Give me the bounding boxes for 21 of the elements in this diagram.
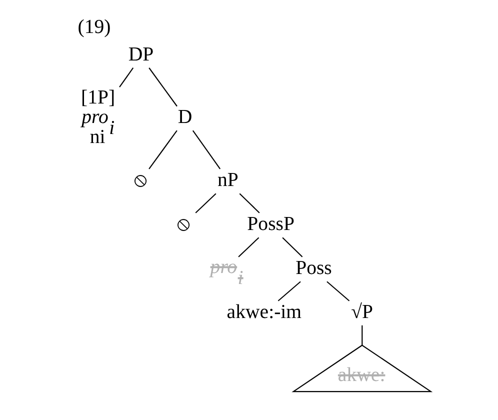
connector xyxy=(361,325,362,346)
node-text: Poss xyxy=(295,256,332,279)
connector xyxy=(326,281,350,302)
connector xyxy=(238,193,260,214)
connector xyxy=(238,237,259,258)
diagram-title: (19) xyxy=(77,16,110,38)
connector xyxy=(277,281,300,302)
connector xyxy=(148,68,177,107)
node-text: PossP xyxy=(246,212,294,235)
connector xyxy=(148,130,177,170)
connector xyxy=(118,68,134,88)
connector xyxy=(282,237,302,258)
node-text: √P xyxy=(350,300,373,323)
node-text: DP xyxy=(128,44,154,66)
node-text: nP xyxy=(216,168,238,191)
node-text: ⦸ xyxy=(133,168,146,191)
node-text: ⦸ xyxy=(176,212,190,235)
node-text: D xyxy=(177,106,192,128)
connector xyxy=(192,130,220,170)
node-text: akwe:-im xyxy=(226,300,302,323)
connector xyxy=(194,193,216,214)
